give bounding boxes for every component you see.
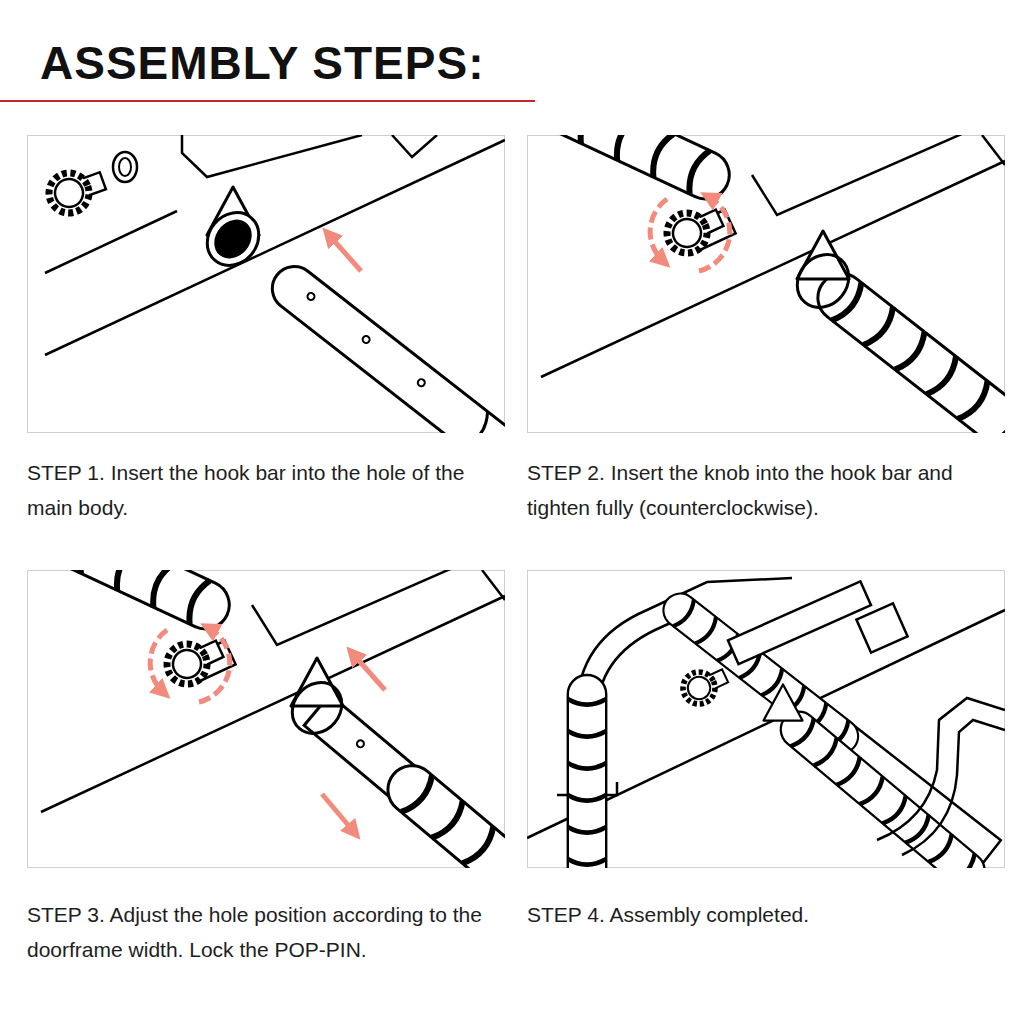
door-hook [877,698,1005,855]
main-body [41,570,505,812]
step1-illustration [27,135,505,433]
step-instruction: STEP 2. Insert the knob into the hook ba… [527,455,1017,525]
insert-arrow [329,235,361,271]
hook-bar [302,692,505,868]
step4-illustration [527,570,1005,868]
hook-bar [263,258,505,433]
step2-illustration [527,135,1005,433]
step-instruction: STEP 1. Insert the hook bar into the hol… [27,455,505,525]
page-title: ASSEMBLY STEPS: [40,36,484,90]
step-instruction: STEP 3. Adjust the hole position accordi… [27,897,505,967]
title-underline [0,100,535,102]
step-instruction: STEP 4. Assembly completed. [527,897,1005,932]
step3-illustration [27,570,505,868]
socket [197,187,270,276]
main-body [45,135,505,355]
